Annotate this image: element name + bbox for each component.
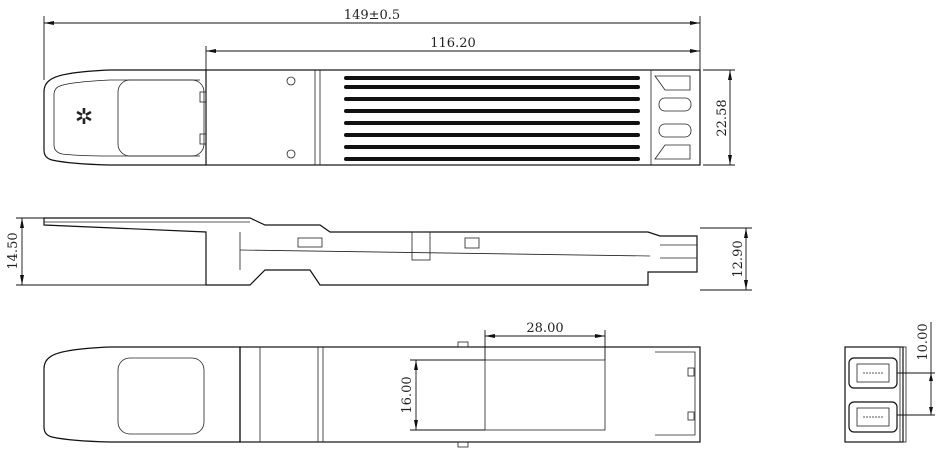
- window-length-label: 28.00: [526, 321, 563, 336]
- top-width-label: 22.58: [715, 99, 730, 136]
- bottom-view: 28.00 16.00: [43, 321, 701, 448]
- side-height-left-label: 14.50: [6, 232, 21, 269]
- overall-length-label: 149±0.5: [344, 8, 400, 23]
- logo-stars-icon: ✲: [75, 105, 93, 130]
- label-window: [484, 359, 606, 431]
- dim-port-pitch: 10.00: [897, 322, 935, 416]
- dim-side-height-right: 12.90: [700, 227, 752, 291]
- side-view: 14.50 12.90: [6, 217, 752, 291]
- module-body: [205, 69, 701, 166]
- body-length-label: 116.20: [430, 36, 476, 51]
- window-width-label: 16.00: [400, 376, 415, 413]
- dim-overall-length: 149±0.5: [43, 8, 701, 80]
- latch-features: [654, 75, 692, 160]
- dim-window-width: 16.00: [400, 359, 485, 431]
- mpo-port-top[interactable]: [848, 357, 898, 389]
- screw-icon: [286, 76, 296, 86]
- port-pitch-label: 10.00: [916, 323, 931, 360]
- screw-icon: [286, 149, 296, 159]
- top-view: 149±0.5 116.20 ✲: [43, 8, 735, 166]
- dim-top-width: 22.58: [703, 69, 735, 166]
- mpo-port-bottom[interactable]: [848, 401, 898, 433]
- side-height-right-label: 12.90: [731, 240, 746, 277]
- dim-side-height-left: 14.50: [6, 217, 206, 286]
- pull-tab[interactable]: [43, 69, 206, 166]
- dim-body-length: 116.20: [205, 36, 700, 70]
- end-view: 10.00: [844, 322, 935, 443]
- heatsink-fins: [344, 76, 640, 161]
- dim-window-length: 28.00: [484, 321, 606, 360]
